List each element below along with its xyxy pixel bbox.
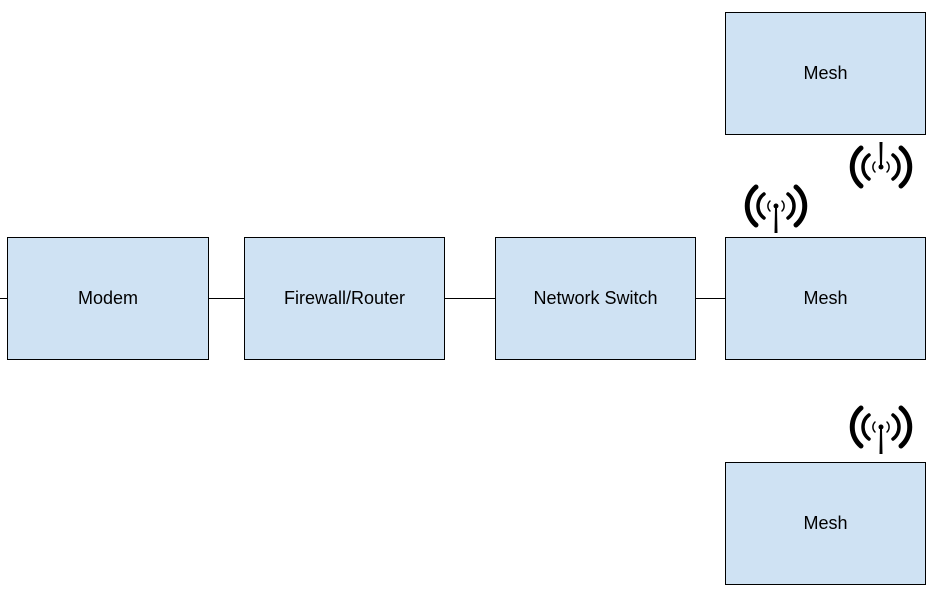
mesh-top-label: Mesh xyxy=(803,63,848,83)
network-switch-node: Network Switch xyxy=(495,237,696,360)
mesh-bottom-label: Mesh xyxy=(803,513,848,533)
mesh-node-bottom: Mesh xyxy=(725,462,926,585)
firewall-to-switch-connector xyxy=(445,298,495,299)
modem-node: Modem xyxy=(7,237,209,360)
firewall-router-node: Firewall/Router xyxy=(244,237,445,360)
wireless-antenna-icon xyxy=(849,142,913,189)
mesh-node-top: Mesh xyxy=(725,12,926,135)
modem-to-firewall-connector xyxy=(209,298,244,299)
wireless-antenna-icon xyxy=(849,405,913,454)
firewall-router-label: Firewall/Router xyxy=(283,288,406,308)
mesh-node-middle: Mesh xyxy=(725,237,926,360)
network-switch-label: Network Switch xyxy=(533,288,658,308)
mesh-middle-label: Mesh xyxy=(803,288,848,308)
switch-to-mesh-connector xyxy=(696,298,725,299)
incoming-connector-line xyxy=(0,298,7,299)
modem-label: Modem xyxy=(77,288,139,308)
wireless-antenna-icon xyxy=(744,184,808,233)
